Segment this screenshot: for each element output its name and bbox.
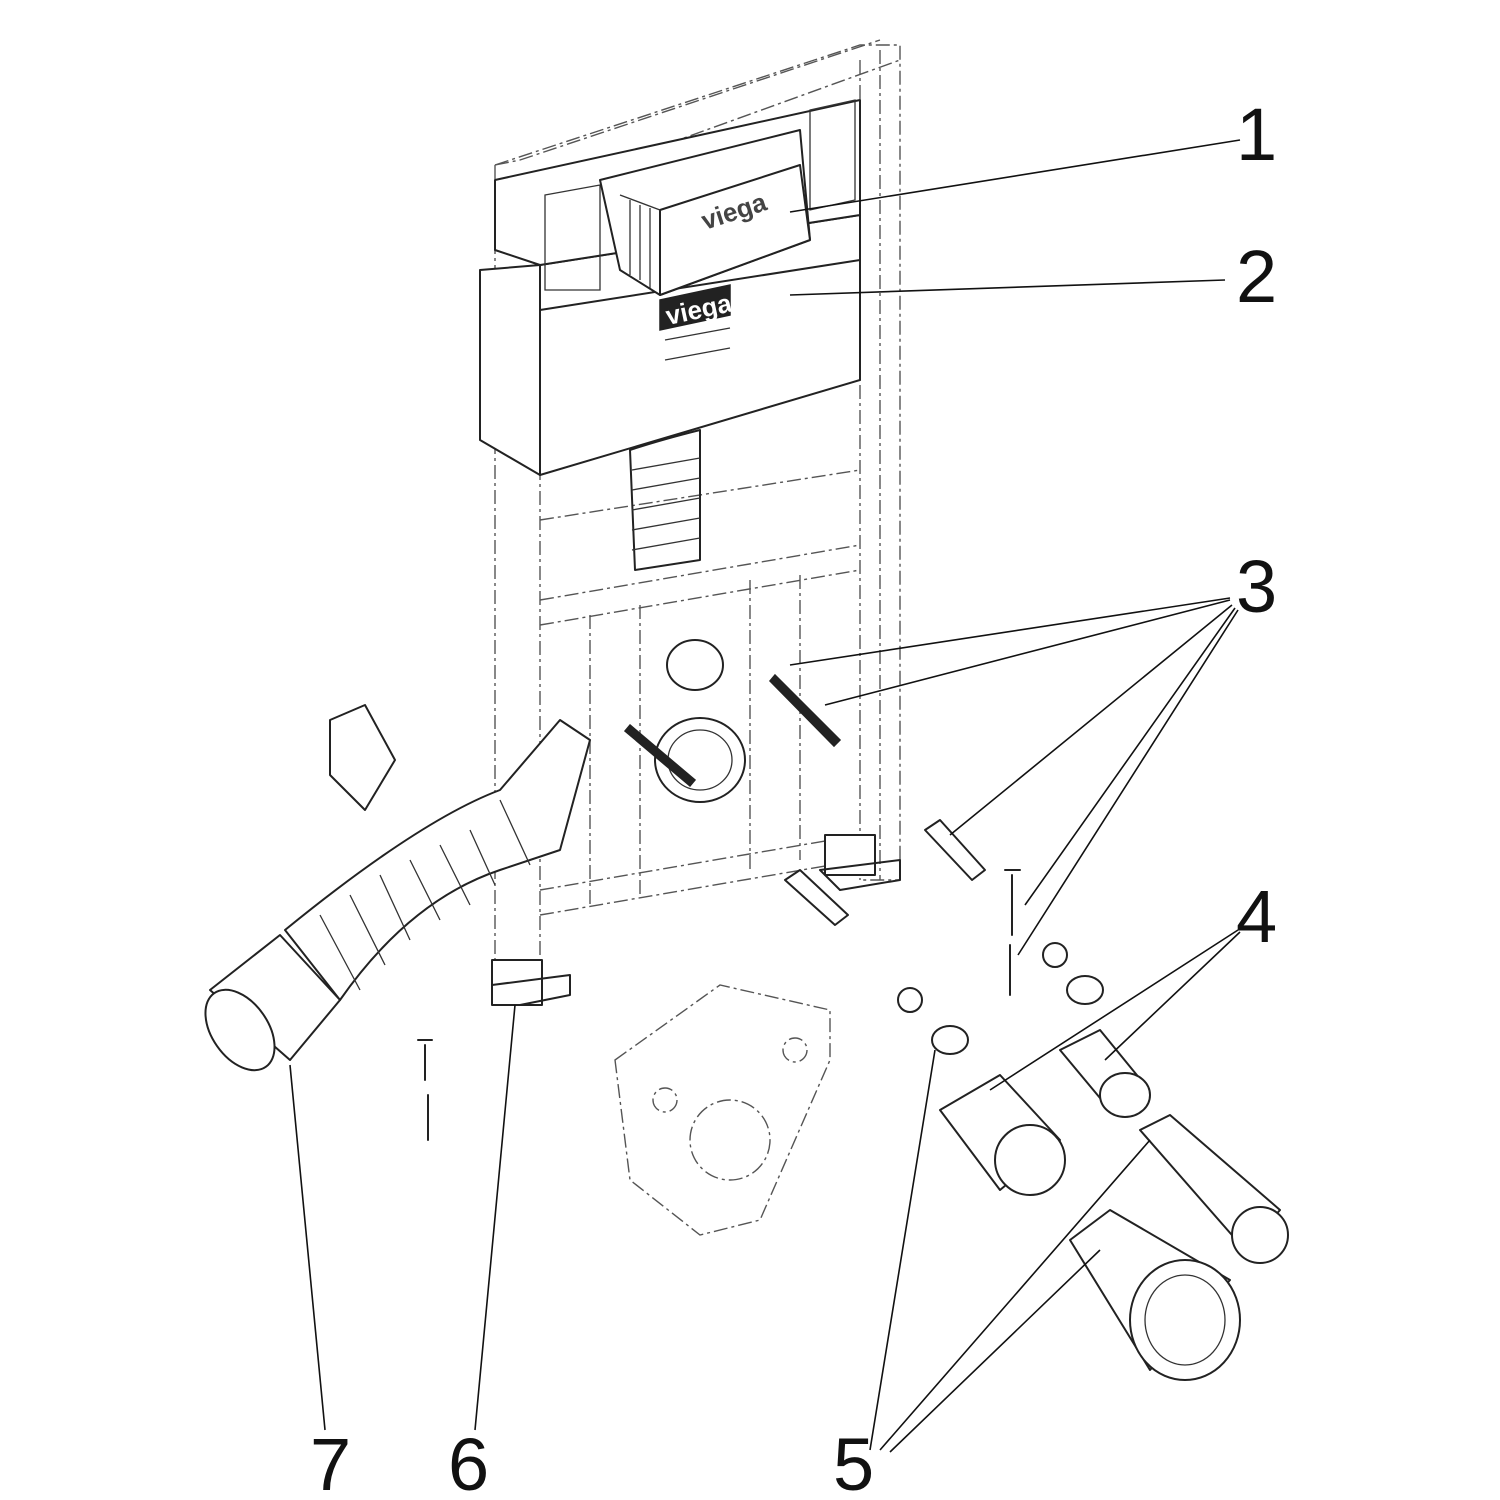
callout-3: 3 <box>1236 545 1277 628</box>
spacer-rods <box>784 819 986 926</box>
wc-connection <box>623 639 842 803</box>
callout-1: 1 <box>1236 93 1277 176</box>
leader-lines <box>289 139 1241 1453</box>
fixing-screws <box>417 869 1021 1141</box>
pipe-clamp <box>329 704 396 811</box>
flush-unit: viega <box>599 129 811 296</box>
callout-6: 6 <box>448 1423 489 1500</box>
floor-template <box>614 984 831 1236</box>
connection-pipes <box>1069 1114 1289 1381</box>
threaded-rod-right <box>768 673 842 748</box>
flexible-drain-hose <box>204 704 591 1072</box>
drain-bellows <box>629 429 701 571</box>
callout-4: 4 <box>1236 875 1277 958</box>
bumpers <box>897 942 1151 1196</box>
callout-5: 5 <box>833 1423 874 1500</box>
viega-label-plate <box>659 284 731 331</box>
callout-2: 2 <box>1236 235 1277 318</box>
callout-7: 7 <box>310 1423 351 1500</box>
threaded-rod-left <box>623 723 697 788</box>
